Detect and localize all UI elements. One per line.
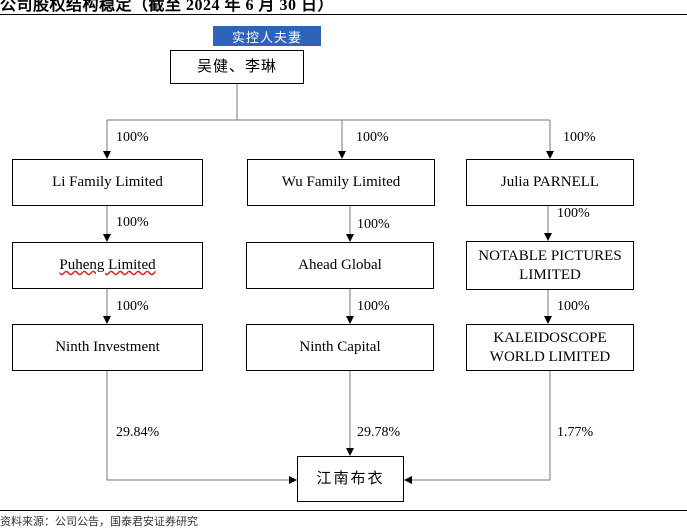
col3-level1-box: Julia PARNELL bbox=[466, 159, 634, 206]
source-footer: 资料来源：公司公告，国泰君安证券研究 bbox=[0, 516, 198, 528]
col1-level3-box: Ninth Investment bbox=[12, 324, 203, 371]
bottom-rule bbox=[0, 510, 687, 511]
col1-pct3: 100% bbox=[116, 299, 149, 314]
arrow-col1-target bbox=[106, 370, 297, 484]
controller-tag: 实控人夫妻 bbox=[213, 26, 321, 46]
col3-level2-box: NOTABLE PICTURES LIMITED bbox=[466, 241, 634, 290]
col1-level2-box: Puheng Limited bbox=[12, 242, 203, 289]
col2-pct2: 100% bbox=[357, 217, 390, 232]
col1-level2-label: Puheng Limited bbox=[59, 257, 156, 273]
col1-level1-box: Li Family Limited bbox=[12, 159, 203, 206]
col3-level3-box: KALEIDOSCOPE WORLD LIMITED bbox=[466, 324, 634, 371]
root-box: 吴健、李琳 bbox=[170, 50, 304, 84]
col3-final-pct: 1.77% bbox=[557, 425, 594, 440]
target-box: 江南布衣 bbox=[297, 456, 404, 502]
col2-level2-box: Ahead Global bbox=[246, 242, 434, 289]
col1-final-pct: 29.84% bbox=[116, 425, 160, 440]
col3-top-pct: 100% bbox=[563, 130, 596, 145]
col1-pct2: 100% bbox=[116, 215, 149, 230]
top-rule bbox=[0, 14, 687, 15]
col2-top-pct: 100% bbox=[356, 130, 389, 145]
col2-level3-box: Ninth Capital bbox=[246, 324, 434, 371]
col2-final-pct: 29.78% bbox=[357, 425, 401, 440]
col3-pct3: 100% bbox=[557, 299, 590, 314]
col3-pct2: 100% bbox=[557, 206, 590, 221]
col2-pct3: 100% bbox=[357, 299, 390, 314]
col2-level1-box: Wu Family Limited bbox=[247, 159, 435, 206]
diagram-title: 公司股权结构稳定（截至 2024 年 6 月 30 日） bbox=[0, 0, 335, 14]
col1-top-pct: 100% bbox=[116, 130, 149, 145]
arrow-col3-target bbox=[404, 370, 551, 484]
